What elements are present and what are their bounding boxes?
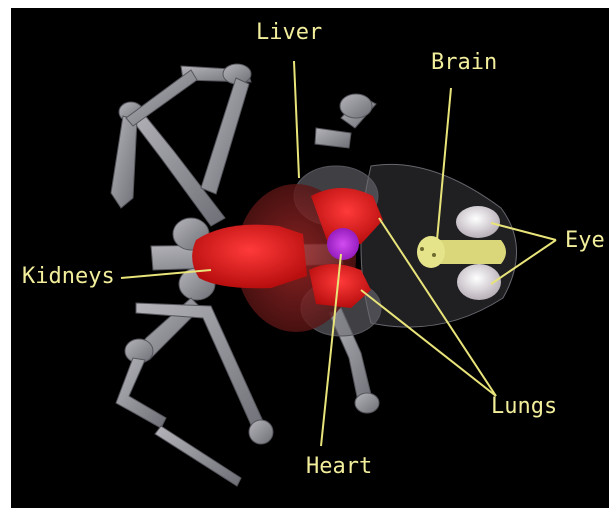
brain-left-mark	[420, 247, 424, 251]
upper-left-radius	[111, 116, 137, 208]
heart-organ	[327, 228, 359, 260]
eye-label: Eye	[565, 230, 605, 252]
frog-ct-render: Liver Brain Eye Kidneys Lungs Heart	[11, 8, 609, 508]
frog-scan-illustration	[11, 8, 609, 508]
brain-right-mark	[432, 253, 436, 257]
liver-label: Liver	[256, 22, 322, 44]
lower-right-elbow	[355, 393, 379, 413]
kidneys-organ	[192, 225, 307, 289]
eye-upper	[456, 206, 500, 238]
brain-front	[417, 236, 445, 268]
upper-right-forearm	[315, 128, 351, 148]
lower-left-tibia	[116, 358, 166, 428]
upper-right-shoulder	[340, 94, 372, 118]
liver-leader	[294, 61, 299, 178]
brain-label: Brain	[431, 52, 497, 74]
lower-left-foot	[155, 426, 241, 486]
heart-label: Heart	[306, 456, 372, 478]
upper-left-forearm	[201, 78, 249, 194]
lower-left-ankle	[249, 420, 273, 444]
lungs-label: Lungs	[491, 396, 557, 418]
upper-left-digit	[126, 70, 197, 126]
kidneys-label: Kidneys	[22, 266, 115, 288]
